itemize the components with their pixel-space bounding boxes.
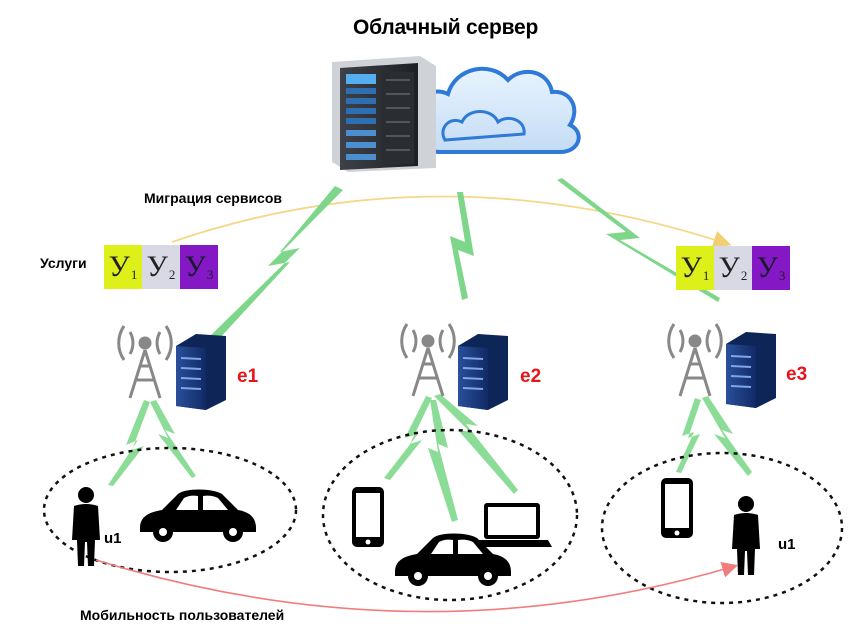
coverage-area-e3 xyxy=(600,451,844,605)
lightning-link-icon xyxy=(557,178,720,302)
lightning-link-icon xyxy=(428,400,458,522)
edge-label-e1: e1 xyxy=(237,366,259,387)
smartphone-icon xyxy=(352,487,384,547)
user-label-end: u1 xyxy=(778,536,796,553)
smartphone-icon xyxy=(661,478,693,538)
lightning-link-icon xyxy=(150,400,196,478)
server-rack-icon xyxy=(332,56,436,172)
person-icon xyxy=(72,487,100,566)
mobility-arrow xyxy=(95,559,739,613)
edge-label-e3: e3 xyxy=(786,364,808,385)
edge-server-icon xyxy=(726,332,776,408)
migration-arrow xyxy=(171,195,732,249)
lightning-link-icon xyxy=(208,186,343,340)
car-icon xyxy=(395,533,511,586)
cell-tower-icon xyxy=(400,323,456,397)
cloud-icon xyxy=(409,66,581,154)
lightning-link-icon xyxy=(702,396,752,476)
cell-tower-icon xyxy=(667,323,723,397)
edge-server-icon xyxy=(458,334,508,410)
coverage-area-e2 xyxy=(321,428,579,602)
laptop-icon xyxy=(472,503,552,547)
lightning-link-icon xyxy=(434,394,518,494)
cell-tower-icon xyxy=(117,325,173,399)
services-label: Услуги xyxy=(40,255,87,271)
user-label-start: u1 xyxy=(104,530,122,547)
migration-label: Миграция сервисов xyxy=(144,190,282,206)
lightning-link-icon xyxy=(108,400,150,486)
edge-server-icon xyxy=(176,334,226,410)
car-icon xyxy=(140,489,256,542)
mobility-label: Мобильность пользователей xyxy=(80,607,285,623)
lightning-link-icon xyxy=(676,398,701,473)
lightning-link-icon xyxy=(384,396,432,480)
diagram-title: Облачный сервер xyxy=(353,16,539,39)
coverage-area-e1 xyxy=(42,446,298,574)
edge-label-e2: e2 xyxy=(520,366,542,387)
lightning-link-icon xyxy=(450,192,474,300)
person-icon xyxy=(732,496,760,575)
